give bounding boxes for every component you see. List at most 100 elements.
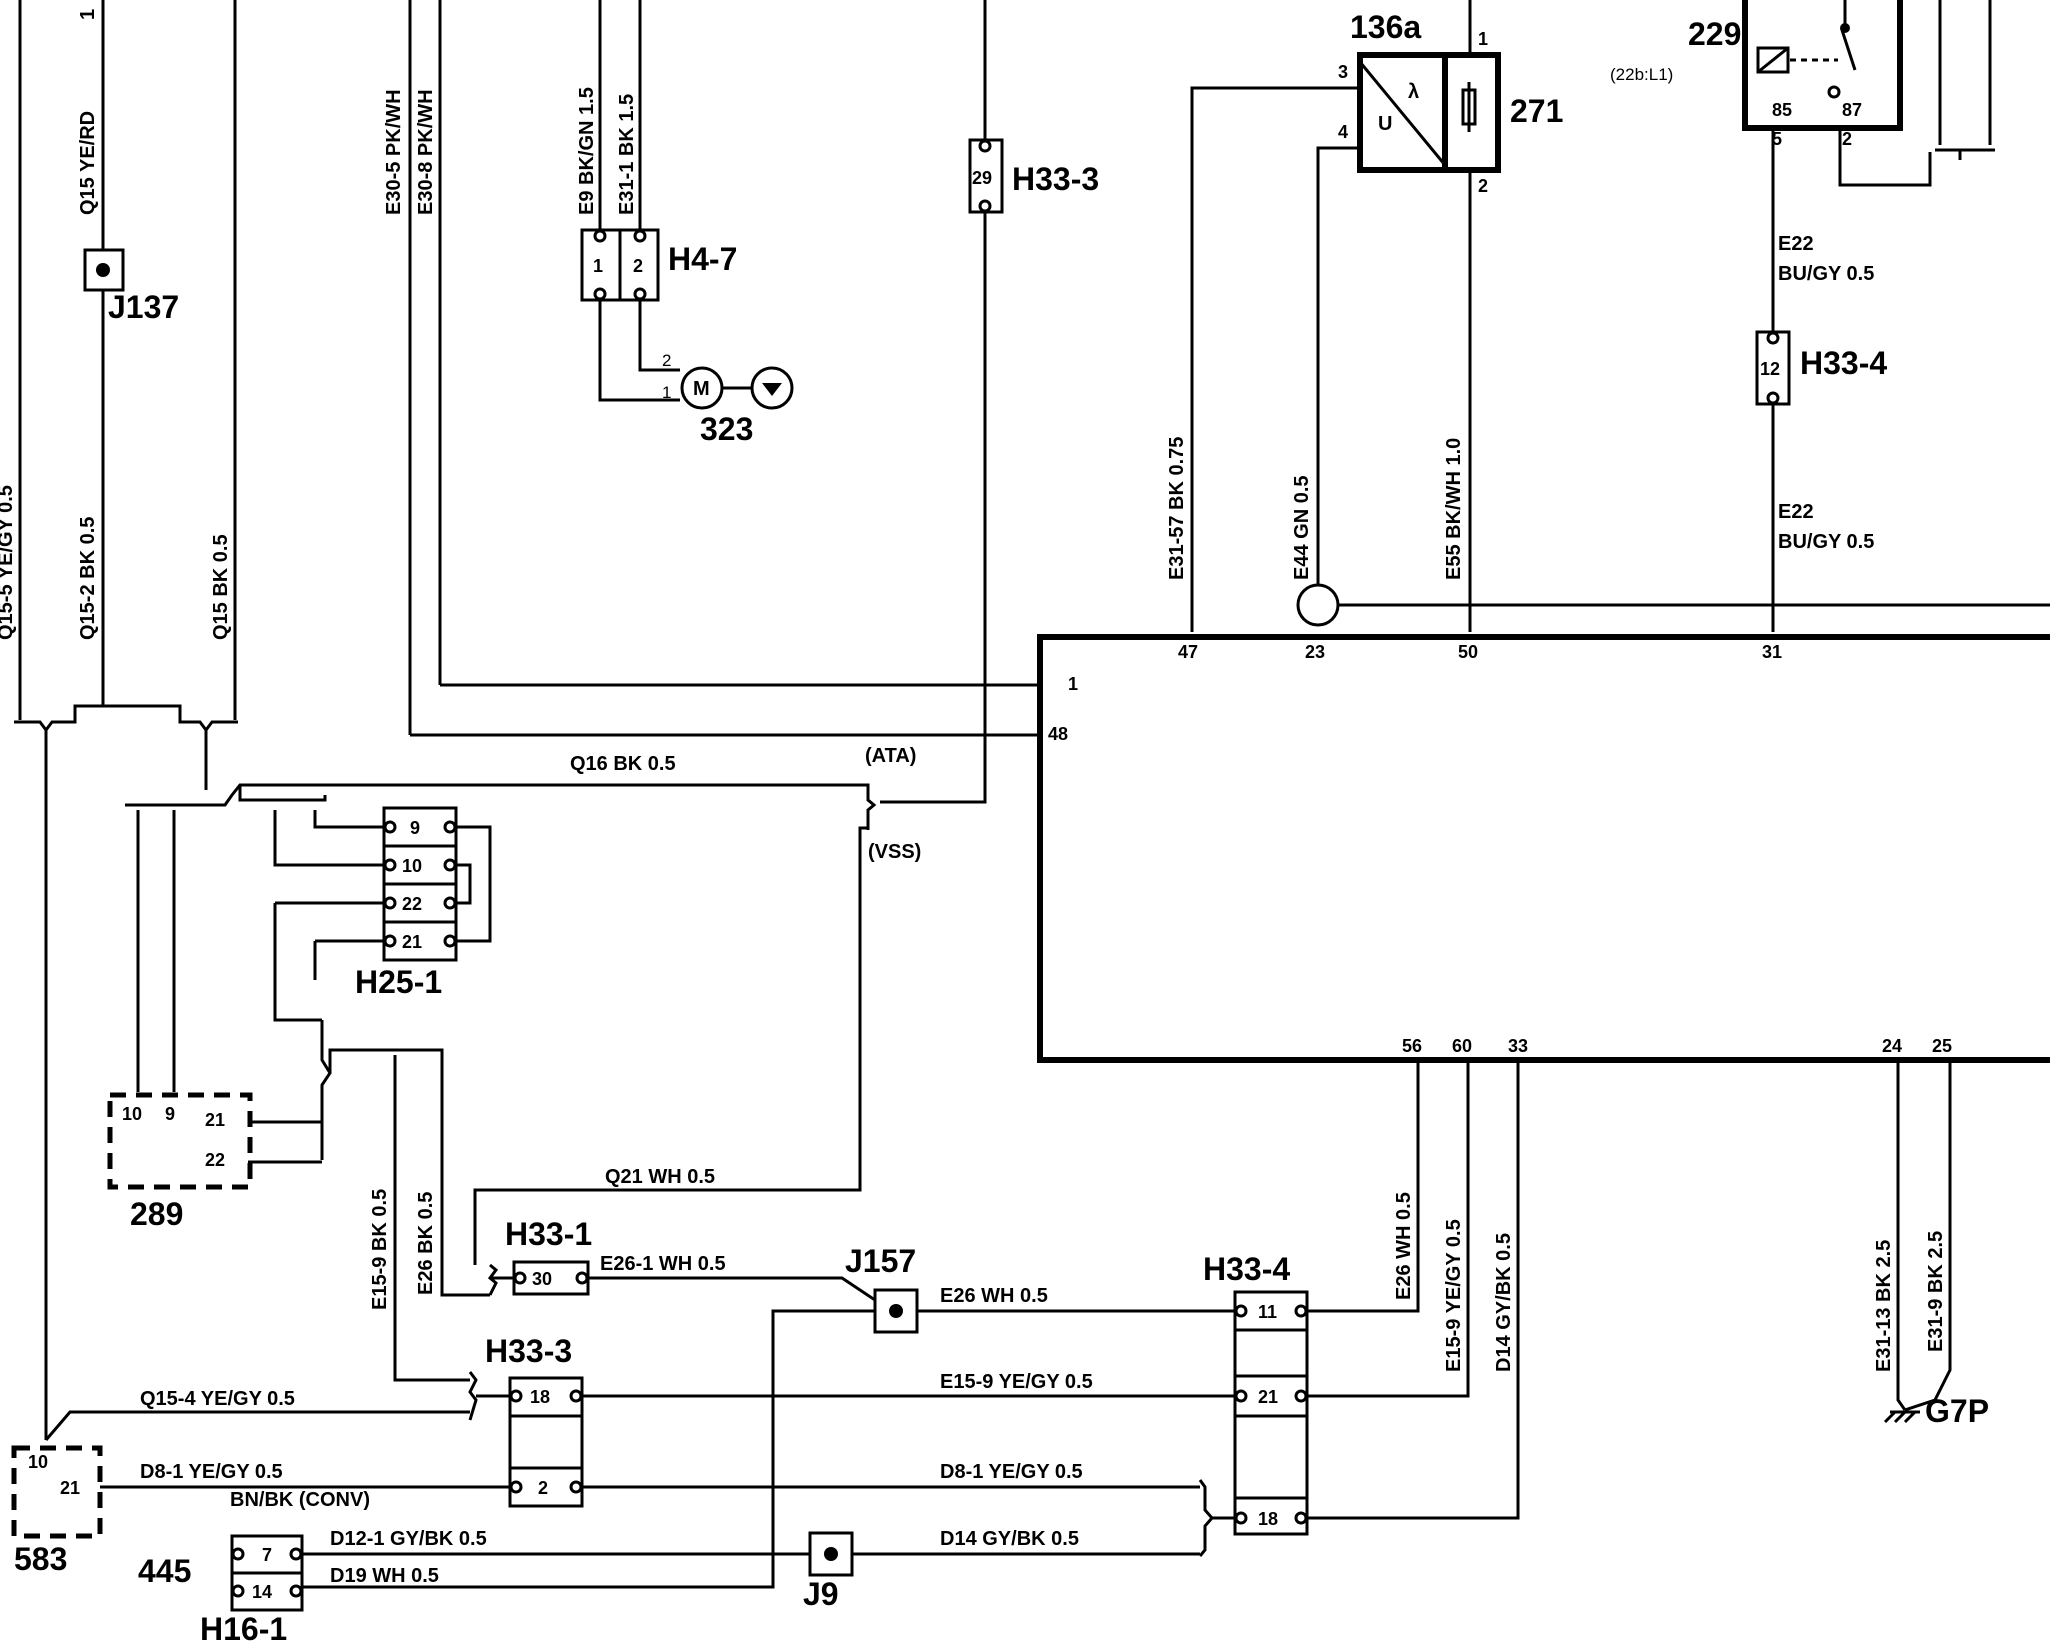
wire-label-e30-5: E30-5 PK/WH bbox=[383, 89, 405, 215]
wire-label-e22-a1: E22 bbox=[1778, 233, 1814, 255]
pin-m-2: 2 bbox=[662, 351, 671, 370]
wire-label-e15-9-yegy: E15-9 YE/GY 0.5 bbox=[1443, 1219, 1465, 1372]
h33-4-bot-label: H33-4 bbox=[1203, 1251, 1290, 1287]
wire-label-d8-1a: D8-1 YE/GY 0.5 bbox=[140, 1461, 283, 1483]
wire-label-bnbk: BN/BK (CONV) bbox=[230, 1489, 370, 1511]
wire-label-e22-a2: BU/GY 0.5 bbox=[1778, 263, 1874, 285]
pin-ecu-24: 24 bbox=[1882, 1036, 1902, 1056]
pin-136a-2: 2 bbox=[1478, 176, 1488, 196]
pin-h25-22: 22 bbox=[402, 894, 422, 914]
pin-136a-3: 3 bbox=[1338, 62, 1348, 82]
pin-ecu-47: 47 bbox=[1178, 642, 1198, 662]
g7p-label: G7P bbox=[1925, 1393, 1989, 1429]
pin-h33-1-30: 30 bbox=[532, 1269, 552, 1289]
pin-h33-3-18: 18 bbox=[530, 1387, 550, 1407]
pin-ecu-60: 60 bbox=[1452, 1036, 1472, 1056]
pin-h25-10: 10 bbox=[402, 856, 422, 876]
c271-label: 271 bbox=[1510, 93, 1563, 129]
h33-3-top-label: H33-3 bbox=[1012, 161, 1099, 197]
pin-h33-4-11: 11 bbox=[1258, 1302, 1277, 1322]
wire-label-d14-h: D14 GY/BK 0.5 bbox=[940, 1528, 1079, 1550]
pin-q15-1: 1 bbox=[77, 9, 99, 20]
pin-229-85: 85 bbox=[1772, 100, 1792, 120]
wire-label-e26-wh: E26 WH 0.5 bbox=[940, 1285, 1048, 1307]
j9-splice: J9 D14 GY/BK 0.5 bbox=[803, 1479, 1235, 1612]
wire-label-e26-1: E26-1 WH 0.5 bbox=[600, 1253, 726, 1275]
wire-label-e31-13: E31-13 BK 2.5 bbox=[1873, 1240, 1895, 1372]
pin-h33-4-18: 18 bbox=[1258, 1509, 1278, 1529]
pin-ecu-33: 33 bbox=[1508, 1036, 1528, 1056]
pin-289-21: 21 bbox=[205, 1110, 225, 1130]
pin-289-9: 9 bbox=[165, 1104, 175, 1124]
wire-label-q15-bk: Q15 BK 0.5 bbox=[210, 534, 232, 640]
wire-label-q15-5: Q15-5 YE/GY 0.5 bbox=[0, 485, 17, 640]
shield-icon bbox=[1296, 583, 1340, 627]
q15-bundle: J137 Q15 YE/RD 1 Q15-2 BK 0.5 Q15 BK 0.5… bbox=[0, 0, 238, 1440]
pin-136a-1: 1 bbox=[1478, 29, 1488, 49]
pin-h33-3-2: 2 bbox=[538, 1478, 548, 1498]
c323-label: 323 bbox=[700, 411, 753, 447]
h4-7-connector: 1 2 H4-7 E9 BK/GN 1.5 E31-1 BK 1.5 M 2 1… bbox=[576, 0, 794, 447]
e30-wires: E30-5 PK/WH E30-8 PK/WH bbox=[383, 0, 1040, 737]
pin-ecu-56: 56 bbox=[1402, 1036, 1422, 1056]
u-label: U bbox=[1378, 113, 1392, 135]
wire-label-q15-yerd: Q15 YE/RD bbox=[77, 111, 99, 215]
pin-h4-2: 2 bbox=[633, 256, 643, 276]
wire-label-e31-1: E31-1 BK 1.5 bbox=[616, 94, 638, 215]
c229-label: 229 bbox=[1688, 16, 1741, 52]
wire-label-e31-9: E31-9 BK 2.5 bbox=[1925, 1231, 1947, 1352]
lambda-label: λ bbox=[1408, 81, 1419, 103]
h33-4-top-label: H33-4 bbox=[1800, 345, 1887, 381]
q16-ata-vss: Q16 BK 0.5 (ATA) (VSS) Q21 WH 0.5 bbox=[125, 745, 921, 1265]
h16-1-label: H16-1 bbox=[200, 1611, 287, 1647]
pin-289-10: 10 bbox=[122, 1104, 142, 1124]
h25-1-label: H25-1 bbox=[355, 964, 442, 1000]
c289-block: 10 9 21 22 289 bbox=[107, 1092, 253, 1232]
h33-1-connector: H33-1 30 E26-1 WH 0.5 bbox=[487, 1216, 891, 1312]
j157-splice: J157 E26 WH 0.5 bbox=[300, 1243, 1235, 1589]
c583-label: 583 bbox=[14, 1541, 67, 1577]
h33-4-bottom: H33-4 11 21 18 E26 WH 0.5 E15-9 YE/GY 0.… bbox=[1203, 1063, 1520, 1536]
pin-ecu-25: 25 bbox=[1932, 1036, 1952, 1056]
e15-e26-verticals: E15-9 BK 0.5 E26 BK 0.5 bbox=[369, 1055, 470, 1382]
wire-label-e44: E44 GN 0.5 bbox=[1291, 475, 1313, 580]
g7p-ground: G7P E31-13 BK 2.5 E31-9 BK 2.5 bbox=[1873, 1063, 1989, 1429]
wire-label-q21: Q21 WH 0.5 bbox=[605, 1166, 715, 1188]
pin-m-1: 1 bbox=[662, 383, 671, 402]
pin-289-22: 22 bbox=[205, 1150, 225, 1170]
wire-label-e26-bk: E26 BK 0.5 bbox=[415, 1192, 437, 1295]
pin-ecu-48: 48 bbox=[1048, 724, 1068, 744]
wire-label-e26-wh-v: E26 WH 0.5 bbox=[1393, 1192, 1415, 1300]
pin-h16-14: 14 bbox=[252, 1582, 272, 1602]
j137-label: J137 bbox=[108, 289, 179, 325]
h16-1-connector: 445 7 14 H16-1 D12-1 GY/BK 0.5 D19 WH 0.… bbox=[138, 1528, 810, 1647]
pin-h16-7: 7 bbox=[262, 1545, 272, 1565]
pin-h33-4-12: 12 bbox=[1760, 359, 1780, 379]
wire-label-e55: E55 BK/WH 1.0 bbox=[1443, 438, 1465, 580]
pin-ecu-1: 1 bbox=[1068, 674, 1078, 694]
wire-label-e30-8: E30-8 PK/WH bbox=[415, 89, 437, 215]
pin-229-2: 2 bbox=[1842, 129, 1852, 149]
wire-label-q16: Q16 BK 0.5 bbox=[570, 753, 676, 775]
pin-h25-21: 21 bbox=[402, 932, 422, 952]
wire-label-d14-v: D14 GY/BK 0.5 bbox=[1493, 1233, 1515, 1372]
motor-m-label: M bbox=[693, 378, 710, 400]
c583-block: Q15-4 YE/GY 0.5 D8-1 YE/GY 0.5 BN/BK (CO… bbox=[11, 1388, 510, 1577]
pin-ecu-31: 31 bbox=[1762, 642, 1782, 662]
pin-229-5: 5 bbox=[1772, 129, 1782, 149]
pin-h4-1: 1 bbox=[593, 256, 603, 276]
c445-label: 445 bbox=[138, 1553, 191, 1589]
pin-583-21: 21 bbox=[60, 1478, 80, 1498]
wire-label-d12-1: D12-1 GY/BK 0.5 bbox=[330, 1528, 487, 1550]
wire-label-e15-9-bk: E15-9 BK 0.5 bbox=[369, 1189, 391, 1310]
vss-label: (VSS) bbox=[868, 841, 921, 863]
wire-label-e31-57: E31-57 BK 0.75 bbox=[1166, 437, 1188, 580]
wire-label-e22-b2: BU/GY 0.5 bbox=[1778, 531, 1874, 553]
pin-ecu-23: 23 bbox=[1305, 642, 1325, 662]
wire-label-d19: D19 WH 0.5 bbox=[330, 1565, 439, 1587]
j9-label: J9 bbox=[803, 1576, 839, 1612]
pin-583-10: 10 bbox=[28, 1452, 48, 1472]
h33-1-label: H33-1 bbox=[505, 1216, 592, 1252]
h33-3-bot-label: H33-3 bbox=[485, 1333, 572, 1369]
